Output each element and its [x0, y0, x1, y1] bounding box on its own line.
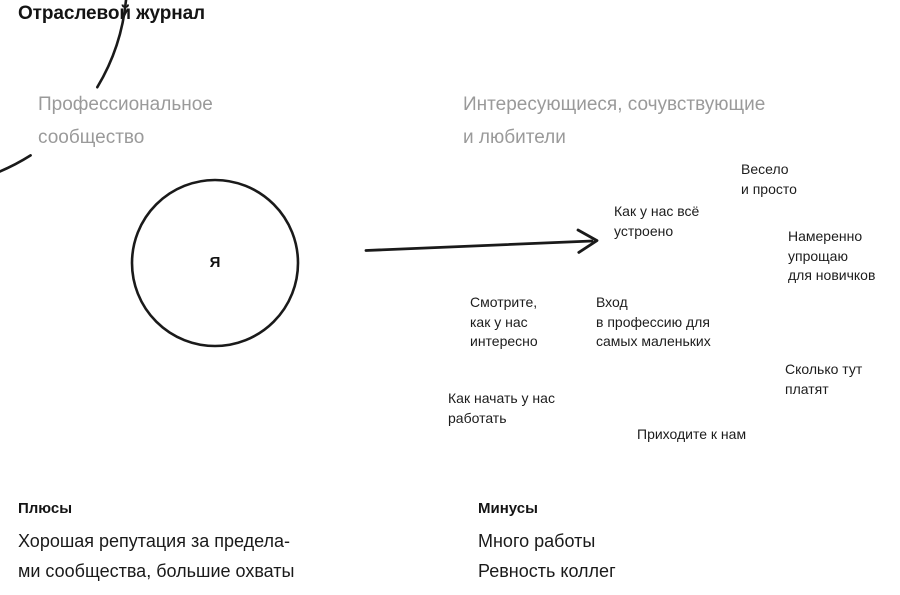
topic-label: Как у нас всё устроено: [614, 203, 700, 239]
center-self-label: Я: [209, 254, 221, 271]
topic-label: Смотрите, как у нас интересно: [470, 294, 538, 349]
audience-circles-diagram: [0, 0, 599, 348]
cons-body: Много работы Ревность коллег: [478, 531, 616, 581]
topic-label: Намеренно упрощаю для новичков: [788, 228, 876, 283]
pros-heading: Плюсы: [18, 500, 73, 517]
topic-label: Сколько тут платят: [785, 361, 863, 397]
topic-label: Вход в профессию для самых маленьких: [596, 294, 711, 349]
outward-arrow-line: [364, 239, 594, 252]
pros-body: Хорошая репутация за предела- ми сообщес…: [18, 531, 295, 581]
cons-heading: Минусы: [478, 500, 538, 517]
outside-audience-label: Интересующиеся, сочувствующие и любители: [463, 94, 766, 148]
topic-label: Весело и просто: [741, 161, 797, 197]
page-title: Отраслевой журнал: [18, 3, 206, 24]
outer-ring-label: Профессиональное сообщество: [38, 94, 213, 148]
topic-label: Как начать у нас работать: [448, 390, 555, 426]
topic-label: Приходите к нам: [637, 426, 747, 442]
inner-circle: [130, 178, 300, 348]
outward-arrow-head: [576, 228, 599, 254]
